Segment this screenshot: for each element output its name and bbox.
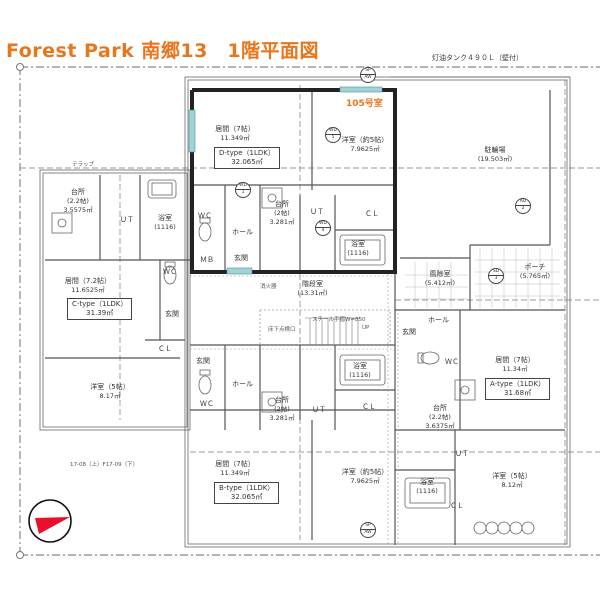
porch: ポーチ(5.765㎡) <box>519 263 551 280</box>
unit-c-bath: 浴室(1116) <box>154 214 176 231</box>
unit-d-type-box: D-type（1LDK）32.065㎡ <box>214 147 280 169</box>
windbreak-room: 風除室(5.412㎡) <box>424 270 456 287</box>
unit-105-label: 105号室 <box>346 99 383 109</box>
unit-a-kitchen: 台所(2.2帖)3.6375㎡ <box>425 404 455 430</box>
window-note-left: 17-08（上）F17-09（下） <box>70 462 139 468</box>
unit-d-entrance: 玄関 <box>234 254 248 262</box>
inspection-hatch: 床下点検口 <box>268 327 296 333</box>
unit-a-living: 居間（7帖）11.34㎡ <box>495 356 535 373</box>
unit-d-wc: ＷＣ <box>198 212 212 220</box>
unit-c-ut: ＵＴ <box>120 216 134 224</box>
unit-b-ut: ＵＴ <box>312 406 326 414</box>
unit-b-wc: ＷＣ <box>200 400 214 408</box>
site-boundary <box>19 66 600 556</box>
page-title: Forest Park 南郷13 1階平面図 <box>6 40 320 62</box>
fire-extinguisher-note: 消火器 <box>260 284 277 290</box>
unit-a-entrance: 玄関 <box>402 328 416 336</box>
unit-a-type-box: A-type（1LDK）31.68㎡ <box>485 378 551 400</box>
unit-d-living: 居間（7帖）11.349㎡ <box>215 125 255 142</box>
unit-b-cl: ＣＬ <box>362 403 376 411</box>
unit-a-hall: ホール <box>428 316 449 324</box>
unit-b-entrance: 玄関 <box>196 357 210 365</box>
unit-c-kitchen: 台所(2.2帖)3.5575㎡ <box>63 188 93 214</box>
stair-room: 階段室(13.31㎡) <box>297 280 328 297</box>
unit-c-living: 居間（7.2帖）11.6525㎡ <box>64 277 112 294</box>
unit-a-ut: ＵＴ <box>455 450 469 458</box>
unit-c-type-box: C-type（1LDK）31.39㎡ <box>67 298 133 320</box>
unit-c-entrance: 玄関 <box>165 310 179 318</box>
unit-105-outline <box>190 88 397 274</box>
unit-d-bath: 浴室(1116) <box>347 240 369 257</box>
up-arrow-label: UP <box>362 325 370 331</box>
compass-icon <box>28 499 72 543</box>
unit-c-wc: ＷＣ <box>163 268 177 276</box>
unit-a-cl: ＣＬ <box>450 502 464 510</box>
unit-a-western-room: 洋室（5帖）8.12㎡ <box>492 472 532 489</box>
handrail-note: スチール手摺W=850 <box>312 317 366 323</box>
unit-c-cl: ＣＬ <box>158 345 172 353</box>
unit-d-western-room: 洋室（約5帖）7.9625㎡ <box>341 136 389 153</box>
unit-b-hall: ホール <box>232 380 253 388</box>
unit-b-western-room: 洋室（約5帖）7.9625㎡ <box>341 468 389 485</box>
oil-tank-label: 灯油タンク４９０Ｌ（壁付） <box>432 54 523 62</box>
terrace-note: テラップ <box>72 162 95 168</box>
bicycle-parking: 駐輪場(19.503㎡) <box>477 146 513 163</box>
unit-a-bath: 浴室(1116) <box>416 478 438 495</box>
unit-d-mb: ＭＢ <box>200 256 214 264</box>
unit-c-western-room: 洋室（5帖）8.17㎡ <box>90 383 130 400</box>
unit-d-kitchen: 台所(2帖)3.281㎡ <box>269 200 295 226</box>
unit-b-living: 居間（7帖）11.349㎡ <box>215 460 255 477</box>
unit-b-type-box: B-type（1LDK）32.065㎡ <box>214 482 280 504</box>
unit-b-kitchen: 台所(2帖)3.281㎡ <box>269 396 295 422</box>
unit-d-cl: ＣＬ <box>365 210 379 218</box>
unit-d-ut: ＵＴ <box>310 208 324 216</box>
unit-d-hall: ホール <box>232 228 253 236</box>
unit-b-bath: 浴室(1116) <box>349 362 371 379</box>
unit-a-wc: ＷＣ <box>445 358 459 366</box>
